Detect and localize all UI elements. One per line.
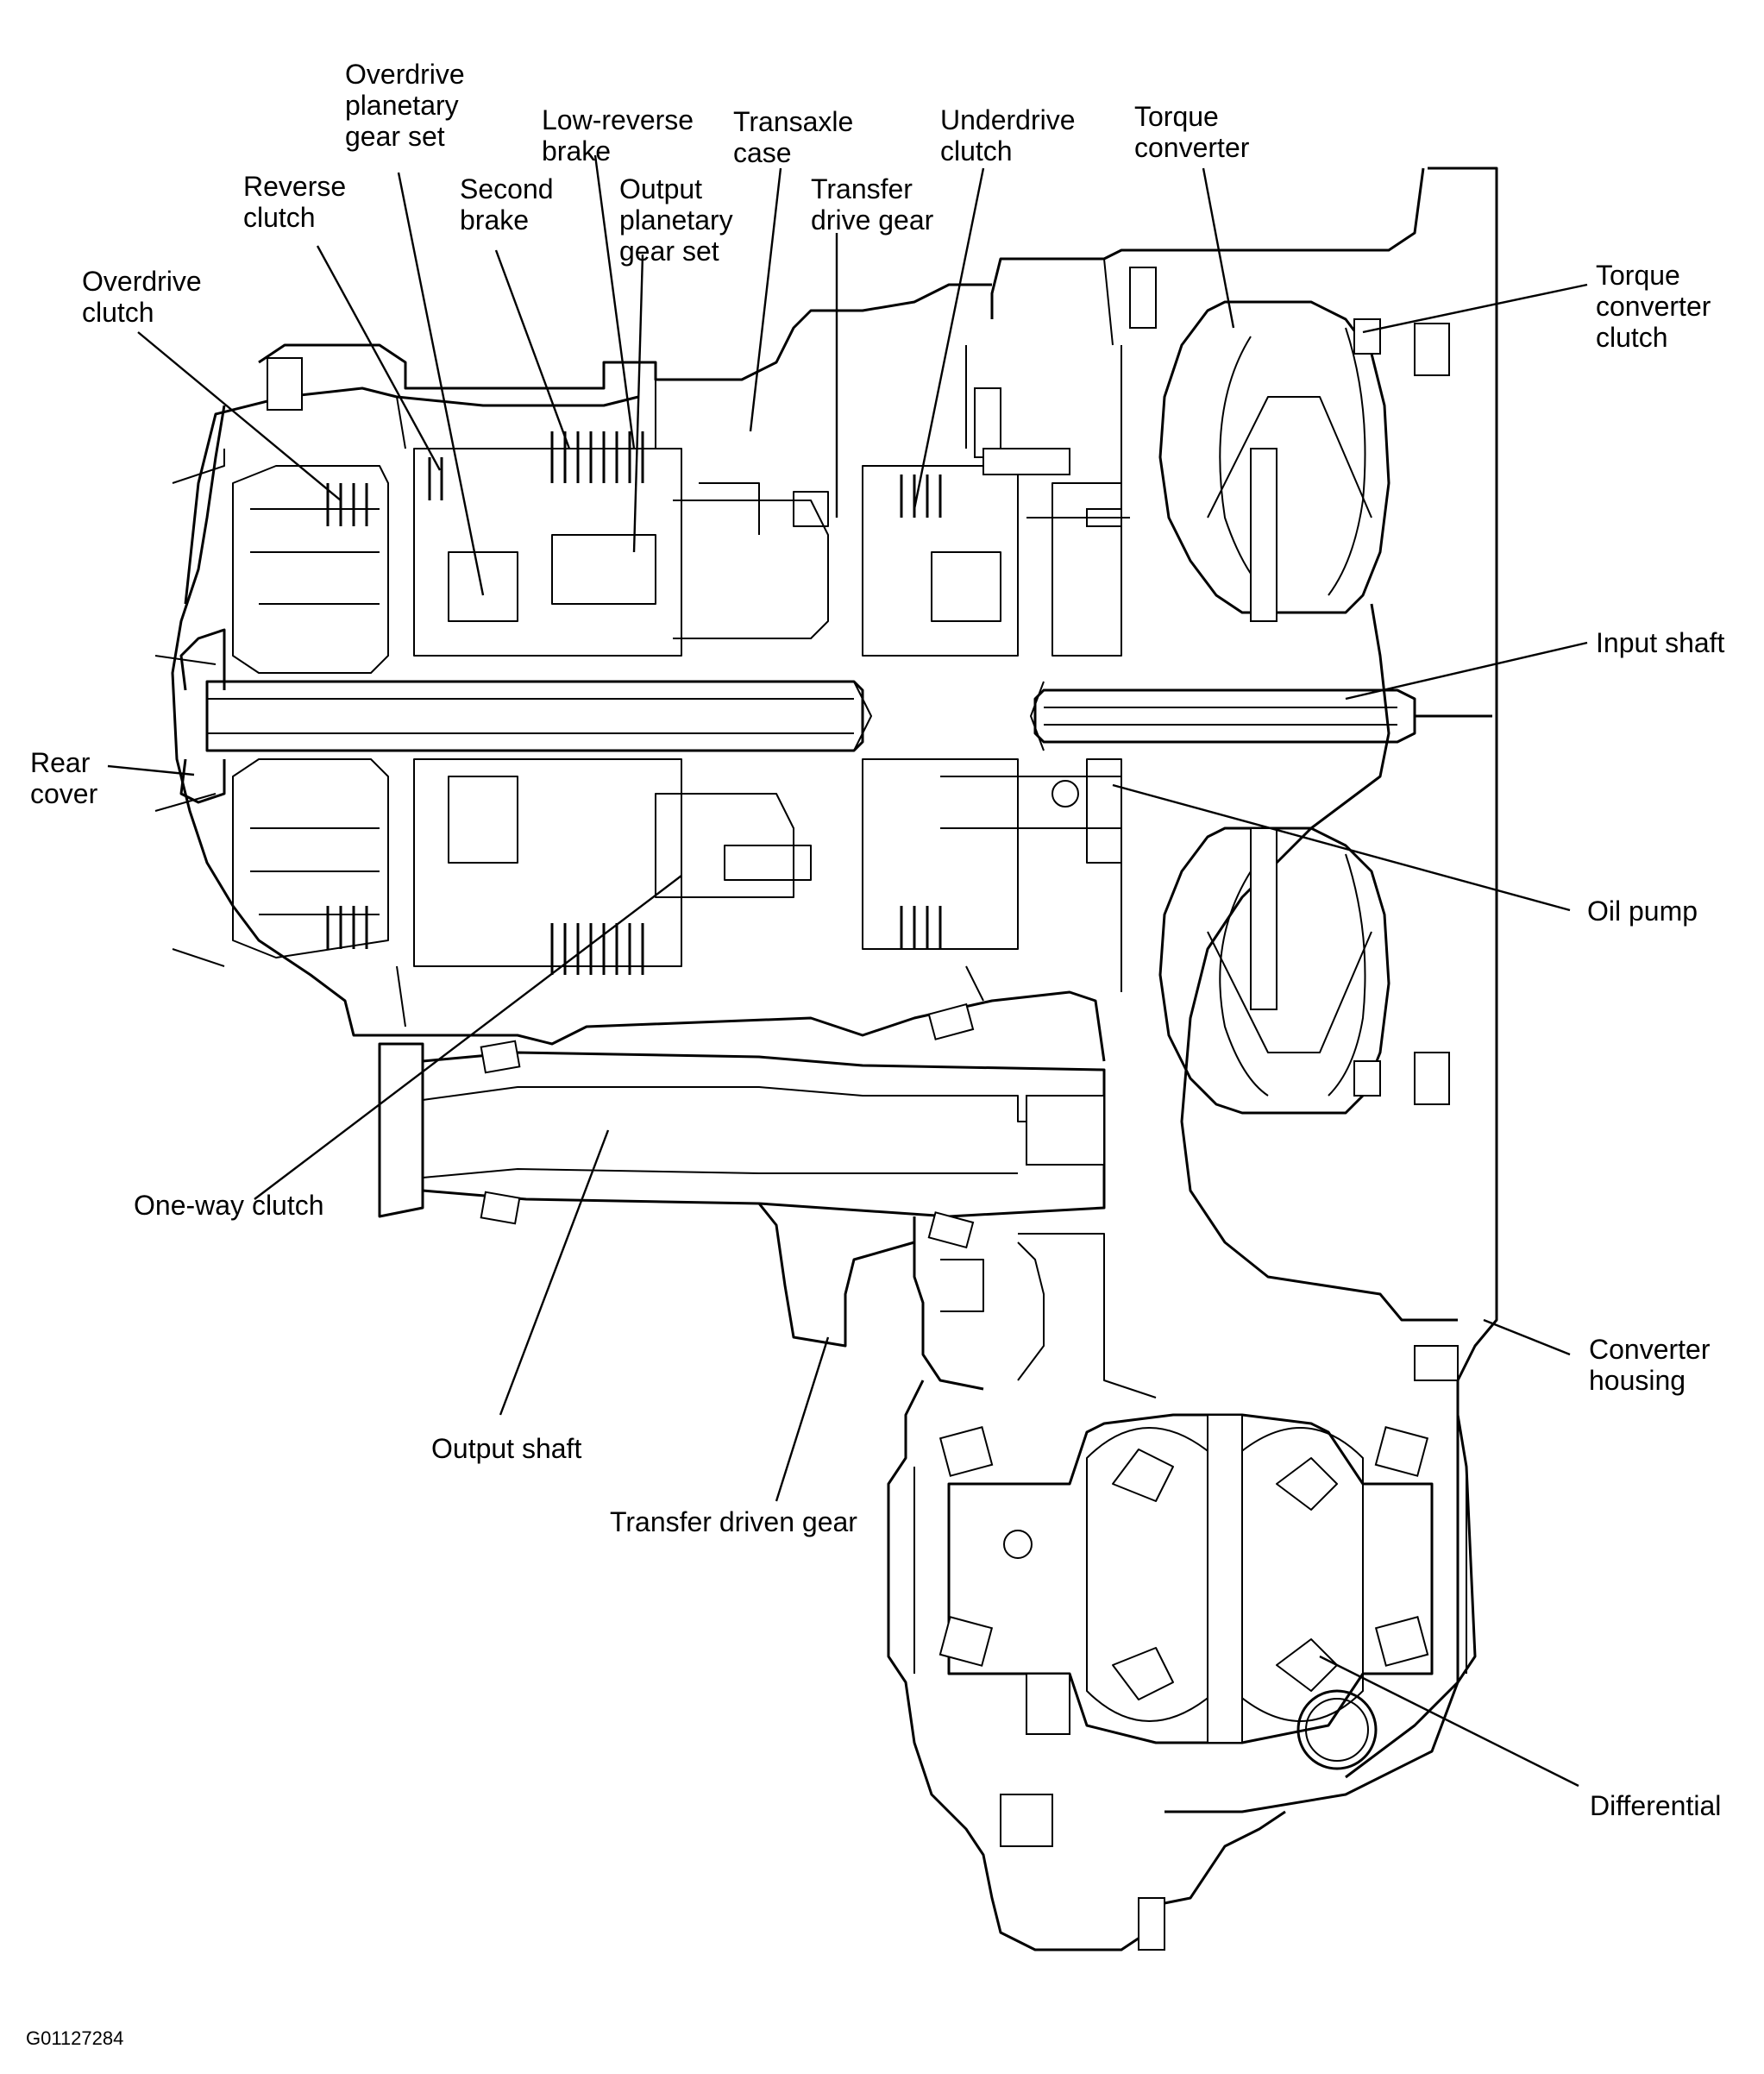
label-torque-converter: Torque converter (1134, 101, 1250, 163)
bolts-art (267, 267, 1459, 1951)
label-transfer-driven-gear: Transfer driven gear (610, 1506, 857, 1537)
label-overdrive-clutch: Overdrive clutch (82, 266, 210, 328)
leader-output-shaft (499, 1129, 610, 1416)
differential-art (913, 1413, 1467, 1770)
figure-id: G01127284 (26, 2027, 123, 2049)
leader-differential (1319, 1655, 1579, 1788)
label-transaxle-case: Transaxle case (733, 106, 861, 168)
label-torque-converter-clutch: Torque converter clutch (1596, 260, 1718, 353)
label-output-shaft: Output shaft (431, 1433, 581, 1464)
leader-converter-housing (1483, 1318, 1571, 1356)
label-differential: Differential (1590, 1790, 1721, 1821)
leader-one-way-clutch (254, 875, 682, 1200)
leader-low-reverse-brake (593, 154, 636, 449)
label-reverse-clutch: Reverse clutch (243, 171, 354, 233)
label-transfer-drive-gear: Transfer drive gear (811, 173, 934, 236)
leader-torque-converter (1202, 167, 1235, 329)
converter-housing-outline (990, 167, 1498, 1813)
output-shaft-art (378, 1002, 1106, 1249)
upper-clutch-gear-art (232, 431, 1130, 674)
label-output-planetary-gear-set: Output planetary gear set (619, 173, 741, 267)
transaxle-drawing (154, 167, 1498, 1951)
leader-input-shaft (1345, 641, 1588, 701)
label-second-brake: Second brake (460, 173, 561, 236)
callout-labels: Overdrive planetary gear set Low-reverse… (26, 59, 1725, 2049)
leader-reverse-clutch (316, 245, 442, 471)
label-oil-pump: Oil pump (1587, 896, 1698, 927)
label-low-reverse-brake: Low-reverse brake (542, 104, 701, 167)
leader-transaxle-case (749, 167, 782, 432)
leader-lines (107, 154, 1588, 1788)
label-converter-housing: Converter housing (1589, 1334, 1717, 1396)
torque-converter-art (1158, 300, 1390, 1115)
label-input-shaft: Input shaft (1596, 627, 1725, 658)
leader-overdrive-clutch (137, 331, 342, 501)
leader-output-planetary (632, 254, 644, 553)
label-overdrive-planetary-gear-set: Overdrive planetary gear set (345, 59, 473, 152)
leader-rear-cover (107, 764, 195, 776)
leader-second-brake (494, 249, 571, 449)
transfer-driven-gear-art (757, 1203, 1157, 1398)
leader-underdrive-clutch (913, 167, 985, 510)
leader-transfer-driven-gear (775, 1336, 830, 1502)
label-rear-cover: Rear cover (30, 747, 98, 809)
leader-torque-converter-clutch (1362, 283, 1588, 334)
label-underdrive-clutch: Underdrive clutch (940, 104, 1083, 167)
main-shaft-art (205, 680, 1492, 752)
leader-overdrive-planetary (397, 172, 485, 596)
leader-oil-pump (1112, 783, 1571, 912)
label-one-way-clutch: One-way clutch (134, 1190, 324, 1221)
lower-clutch-gear-art (232, 758, 1122, 975)
